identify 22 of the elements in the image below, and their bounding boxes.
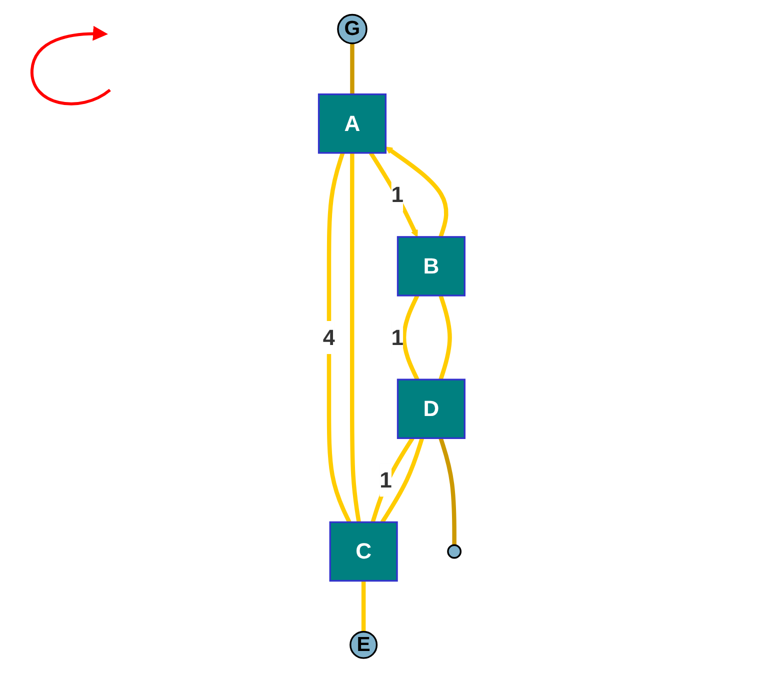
arrow <box>369 152 418 238</box>
edge-label: 4 <box>323 324 336 350</box>
node-circle: E <box>350 630 378 659</box>
connector <box>370 437 415 523</box>
node-box: C <box>330 521 398 582</box>
node-circle <box>447 544 462 559</box>
edge-label: 1 <box>380 467 392 493</box>
node-box: B <box>397 236 466 296</box>
node-circle: G <box>337 14 368 44</box>
connector <box>438 294 452 380</box>
edge-label: 1 <box>392 182 404 208</box>
connector <box>350 43 355 94</box>
edge-label: 1 <box>392 324 404 350</box>
connector <box>380 438 424 524</box>
node-box: D <box>397 378 466 440</box>
connector <box>350 152 362 523</box>
connector <box>402 294 420 380</box>
connector <box>362 580 366 632</box>
node-box: A <box>318 93 387 154</box>
connector <box>327 152 352 524</box>
connector <box>438 438 457 546</box>
arrow <box>386 146 449 238</box>
